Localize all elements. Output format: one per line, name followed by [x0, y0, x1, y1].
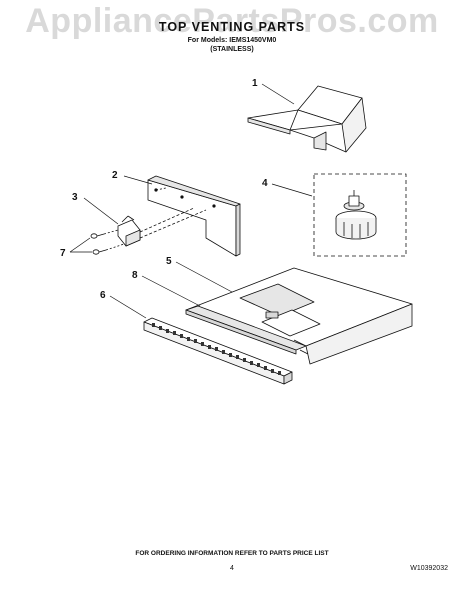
- part-8-front-trim: [185, 305, 307, 355]
- part-4-fan-motor: [313, 173, 407, 257]
- part-2-mounting-plate: [147, 175, 241, 257]
- callout-8: 8: [132, 270, 138, 281]
- variant-line: (STAINLESS): [210, 46, 254, 53]
- part-3-motor-bracket: [117, 207, 207, 247]
- callout-6: 6: [100, 290, 106, 301]
- callout-5: 5: [166, 256, 172, 267]
- page-title: TOP VENTING PARTS: [158, 20, 306, 34]
- model-info: For Models: IEMS1450VM0 (STAINLESS): [0, 36, 464, 54]
- callout-4: 4: [262, 178, 268, 189]
- part-1-vent-deflector: [247, 85, 367, 153]
- ordering-note: FOR ORDERING INFORMATION REFER TO PARTS …: [135, 550, 329, 557]
- callout-2: 2: [112, 170, 118, 181]
- callout-1: 1: [252, 78, 258, 89]
- document-number: W10392032: [410, 565, 448, 572]
- models-line: For Models: IEMS1450VM0: [187, 37, 277, 44]
- page-number: 4: [230, 565, 234, 572]
- callout-3: 3: [72, 192, 78, 203]
- part-6-vent-grille: [143, 317, 293, 385]
- leader-lines: [69, 83, 313, 319]
- callout-7: 7: [60, 248, 66, 259]
- part-7-screws: [90, 229, 125, 255]
